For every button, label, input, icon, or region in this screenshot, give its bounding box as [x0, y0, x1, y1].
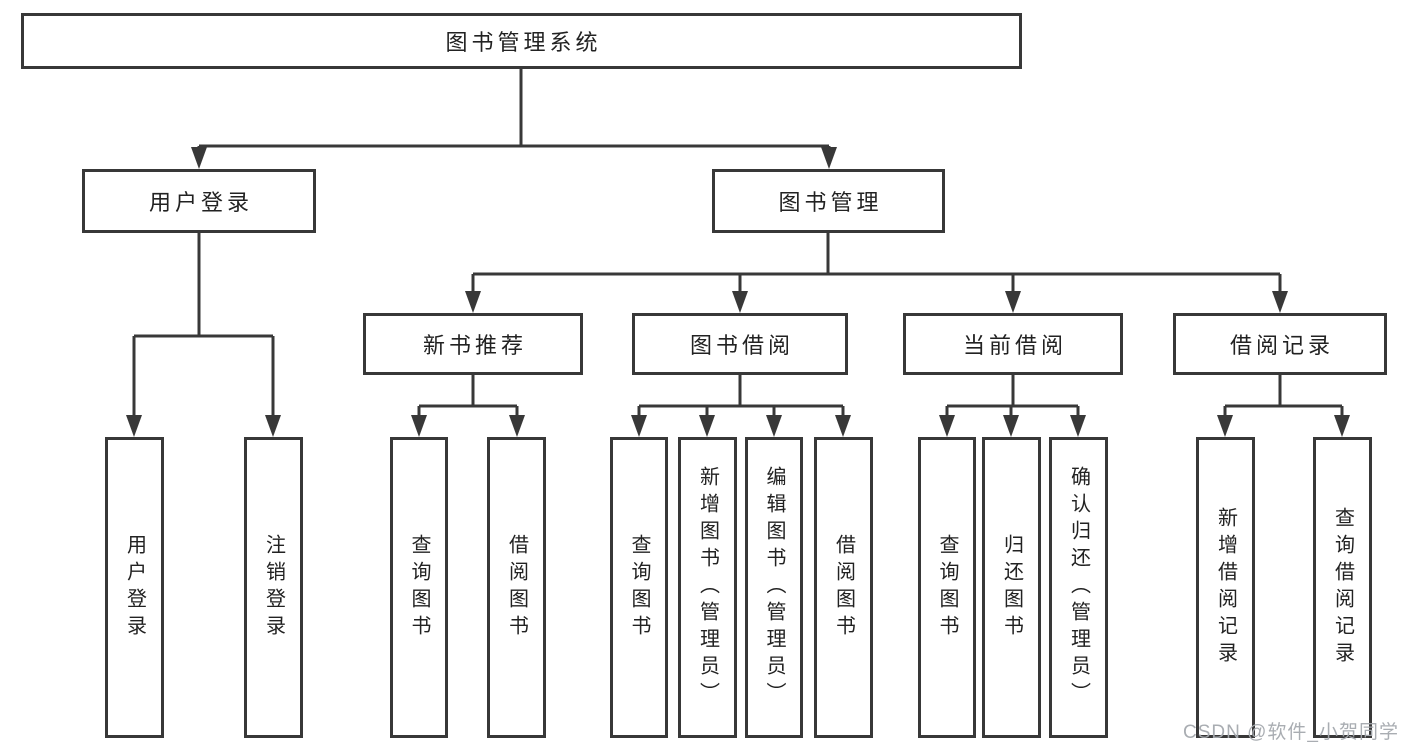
- node-current-borrowing: 当前借阅: [903, 313, 1123, 375]
- leaf-borrowing-borrow-books: 借阅图书: [814, 437, 873, 738]
- leaf-newbooks-borrow-books: 借阅图书: [487, 437, 546, 738]
- node-book-management: 图书管理: [712, 169, 945, 233]
- leaf-newbooks-borrow-books-label: 借阅图书: [505, 533, 528, 642]
- leaf-records-query-borrow-record-label: 查询借阅记录: [1331, 506, 1354, 669]
- node-book-borrowing: 图书借阅: [632, 313, 848, 375]
- leaf-borrowing-add-books-admin-label: 新增图书（管理员）: [696, 466, 719, 709]
- leaf-borrowing-query-books: 查询图书: [610, 437, 668, 738]
- node-new-book-recommend: 新书推荐: [363, 313, 583, 375]
- leaf-logout: 注销登录: [244, 437, 303, 738]
- leaf-borrowing-query-books-label: 查询图书: [628, 533, 650, 642]
- node-new-book-recommend-label: 新书推荐: [422, 333, 527, 358]
- leaf-borrowing-borrow-books-label: 借阅图书: [832, 533, 855, 642]
- leaf-current-confirm-return-admin: 确认归还（管理员）: [1049, 437, 1108, 738]
- leaf-borrowing-add-books-admin: 新增图书（管理员）: [678, 437, 737, 738]
- node-book-management-label: 图书管理: [778, 190, 883, 215]
- leaf-newbooks-query-books: 查询图书: [390, 437, 448, 738]
- leaf-records-add-borrow-record-label: 新增借阅记录: [1214, 506, 1237, 669]
- node-current-borrowing-label: 当前借阅: [962, 333, 1067, 358]
- leaf-current-return-books-label: 归还图书: [1000, 533, 1023, 642]
- leaf-current-query-books: 查询图书: [918, 437, 976, 738]
- node-user-login: 用户登录: [82, 169, 316, 233]
- node-book-borrowing-label: 图书借阅: [689, 333, 794, 358]
- leaf-current-query-books-label: 查询图书: [936, 533, 958, 642]
- node-borrow-records: 借阅记录: [1173, 313, 1387, 375]
- leaf-current-confirm-return-admin-label: 确认归还（管理员）: [1067, 466, 1090, 709]
- leaf-user-login-label: 用户登录: [123, 533, 146, 642]
- node-root-label: 图书管理系统: [445, 30, 602, 55]
- leaf-borrowing-edit-books-admin: 编辑图书（管理员）: [745, 437, 803, 738]
- node-user-login-label: 用户登录: [148, 190, 253, 215]
- leaf-records-add-borrow-record: 新增借阅记录: [1196, 437, 1255, 738]
- node-root: 图书管理系统: [21, 13, 1022, 69]
- node-borrow-records-label: 借阅记录: [1229, 333, 1334, 358]
- leaf-borrowing-edit-books-admin-label: 编辑图书（管理员）: [763, 466, 785, 709]
- csdn-watermark: CSDN @软件_小贺同学: [1183, 722, 1399, 743]
- leaf-user-login: 用户登录: [105, 437, 164, 738]
- leaf-newbooks-query-books-label: 查询图书: [408, 533, 430, 642]
- leaf-records-query-borrow-record: 查询借阅记录: [1313, 437, 1372, 738]
- leaf-logout-label: 注销登录: [262, 533, 285, 642]
- leaf-current-return-books: 归还图书: [982, 437, 1041, 738]
